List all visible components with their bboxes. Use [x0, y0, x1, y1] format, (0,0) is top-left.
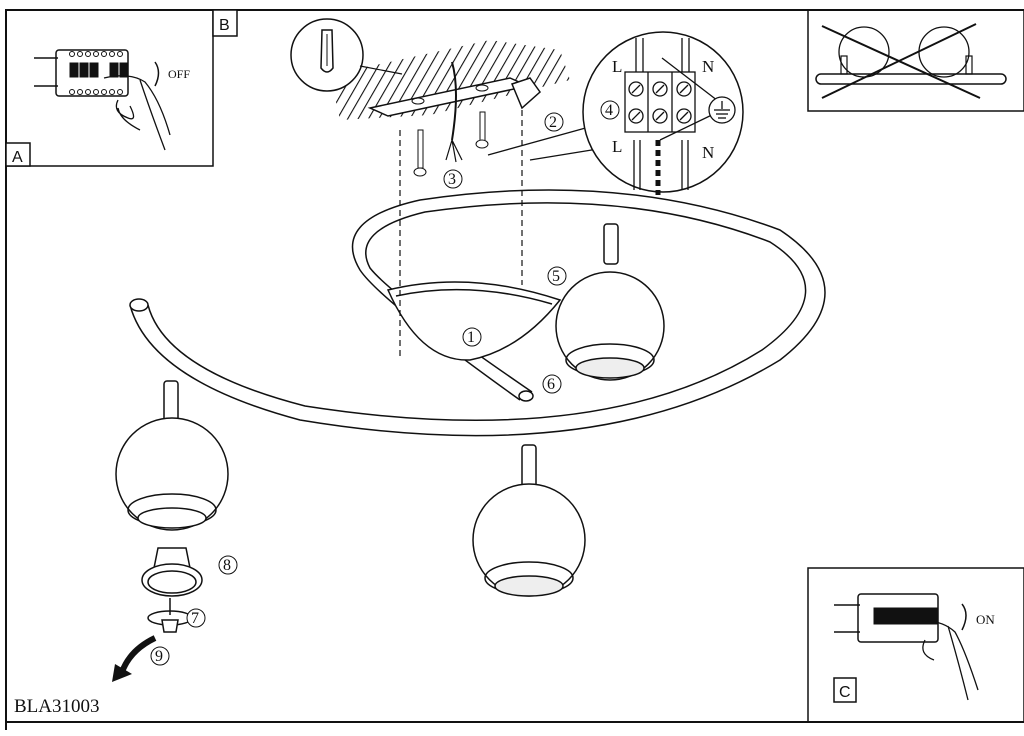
- wire-label-l-top: L: [612, 57, 622, 76]
- panel-c-breaker-on: C ON: [807, 567, 1024, 723]
- svg-text:8: 8: [223, 557, 231, 574]
- lamp-fixture: [129, 110, 826, 437]
- svg-text:4: 4: [605, 102, 613, 119]
- wiring-callout: L N L N 4: [487, 31, 744, 195]
- step-4-marker: [600, 100, 620, 120]
- panel-b-letter: B: [219, 17, 230, 34]
- step-8-marker: 8: [218, 555, 238, 575]
- breaker-box-icon: [834, 593, 939, 643]
- svg-text:5: 5: [552, 268, 560, 285]
- spotlight-center: [472, 444, 586, 597]
- breaker-box-icon: [34, 49, 129, 97]
- off-label: OFF: [168, 67, 190, 81]
- panel-a-letter: A: [12, 149, 23, 166]
- wire-label-l-bottom: L: [612, 137, 622, 156]
- rotate-down-arrow-icon: [154, 61, 160, 87]
- panel-b-label-box: [212, 9, 238, 37]
- spotlight-right: [555, 223, 665, 381]
- on-label: ON: [976, 612, 995, 627]
- step-markers: 1 2 3 5 6 7 8 9: [150, 112, 567, 666]
- model-code: BLA31003: [14, 696, 100, 717]
- rotate-up-arrow-icon: [961, 603, 967, 631]
- power-cable: [451, 61, 457, 141]
- hand-icon: [103, 75, 171, 151]
- step-9-marker: 9: [150, 646, 170, 666]
- step-7-marker: 7: [186, 608, 206, 628]
- wire-label-n-bottom: N: [702, 143, 714, 162]
- step-1-marker: 1: [462, 327, 482, 347]
- svg-text:2: 2: [549, 114, 557, 131]
- panel-c-letter: C: [839, 684, 851, 701]
- svg-text:3: 3: [448, 171, 456, 188]
- svg-text:1: 1: [467, 329, 475, 346]
- svg-text:7: 7: [191, 610, 199, 627]
- ceiling-mount: [290, 18, 570, 177]
- spotlight-left: [115, 380, 229, 531]
- bulb-replacement: [141, 547, 203, 633]
- screw-icon: [413, 111, 489, 177]
- step-6-marker: 6: [542, 374, 562, 394]
- svg-text:9: 9: [155, 648, 163, 665]
- panel-a-breaker-off: B A OFF: [5, 9, 238, 167]
- panel-a-label-box: [5, 142, 31, 167]
- ceiling-canopy: [386, 281, 562, 361]
- terminal-block: [624, 38, 723, 195]
- hand-icon: [914, 620, 979, 701]
- step-3-marker: 3: [443, 169, 463, 189]
- warning-panel-crossed-out: [807, 9, 1024, 112]
- panel-c-label-box: [833, 677, 857, 703]
- step-5-marker: 5: [547, 266, 567, 286]
- step-2-marker: 2: [544, 112, 564, 132]
- svg-text:6: 6: [547, 376, 555, 393]
- wire-label-n-top: N: [702, 57, 714, 76]
- remove-arrow-icon: [119, 635, 157, 674]
